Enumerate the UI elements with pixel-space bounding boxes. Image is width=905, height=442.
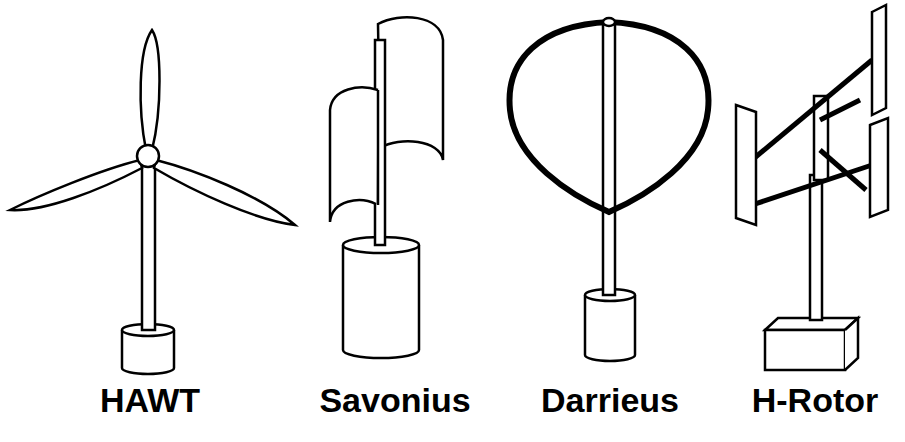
savonius-drawing: [330, 17, 443, 358]
turbine-label: Darrieus: [541, 382, 679, 419]
hawt-drawing: [10, 30, 295, 374]
turbine-label: HAWT: [100, 382, 200, 419]
darrieus-drawing: [510, 18, 709, 361]
turbine-label: H-Rotor: [752, 382, 879, 419]
turbine-label: Savonius: [319, 382, 470, 419]
h-rotor-drawing: [736, 5, 888, 370]
